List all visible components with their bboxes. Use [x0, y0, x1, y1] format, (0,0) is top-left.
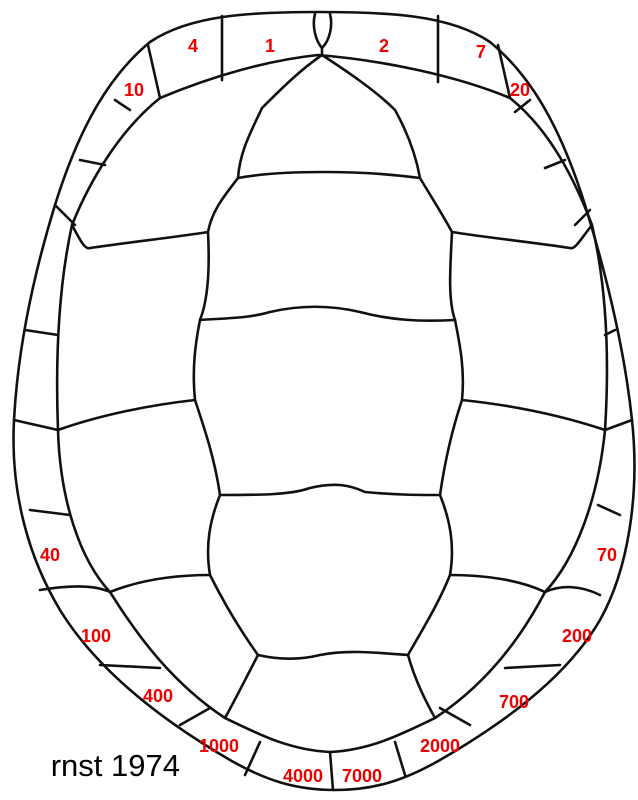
vertebral-and-costal-scutes [58, 55, 605, 718]
label-2000: 2000 [420, 736, 460, 756]
citation-text: rnst 1974 [51, 748, 180, 784]
label-700: 700 [499, 692, 529, 712]
label-20: 20 [510, 80, 530, 100]
label-10: 10 [124, 80, 144, 100]
label-4: 4 [188, 36, 198, 56]
label-7: 7 [476, 42, 486, 62]
label-40: 40 [40, 545, 60, 565]
label-70: 70 [597, 545, 617, 565]
label-400: 400 [143, 686, 173, 706]
label-100: 100 [81, 626, 111, 646]
label-4000: 4000 [283, 766, 323, 786]
label-7000: 7000 [342, 766, 382, 786]
label-1000: 1000 [199, 736, 239, 756]
carapace-outline [13, 12, 634, 790]
citation-caption: rnst 1974 [0, 748, 180, 788]
label-1: 1 [265, 36, 275, 56]
label-2: 2 [379, 36, 389, 56]
label-200: 200 [562, 626, 592, 646]
